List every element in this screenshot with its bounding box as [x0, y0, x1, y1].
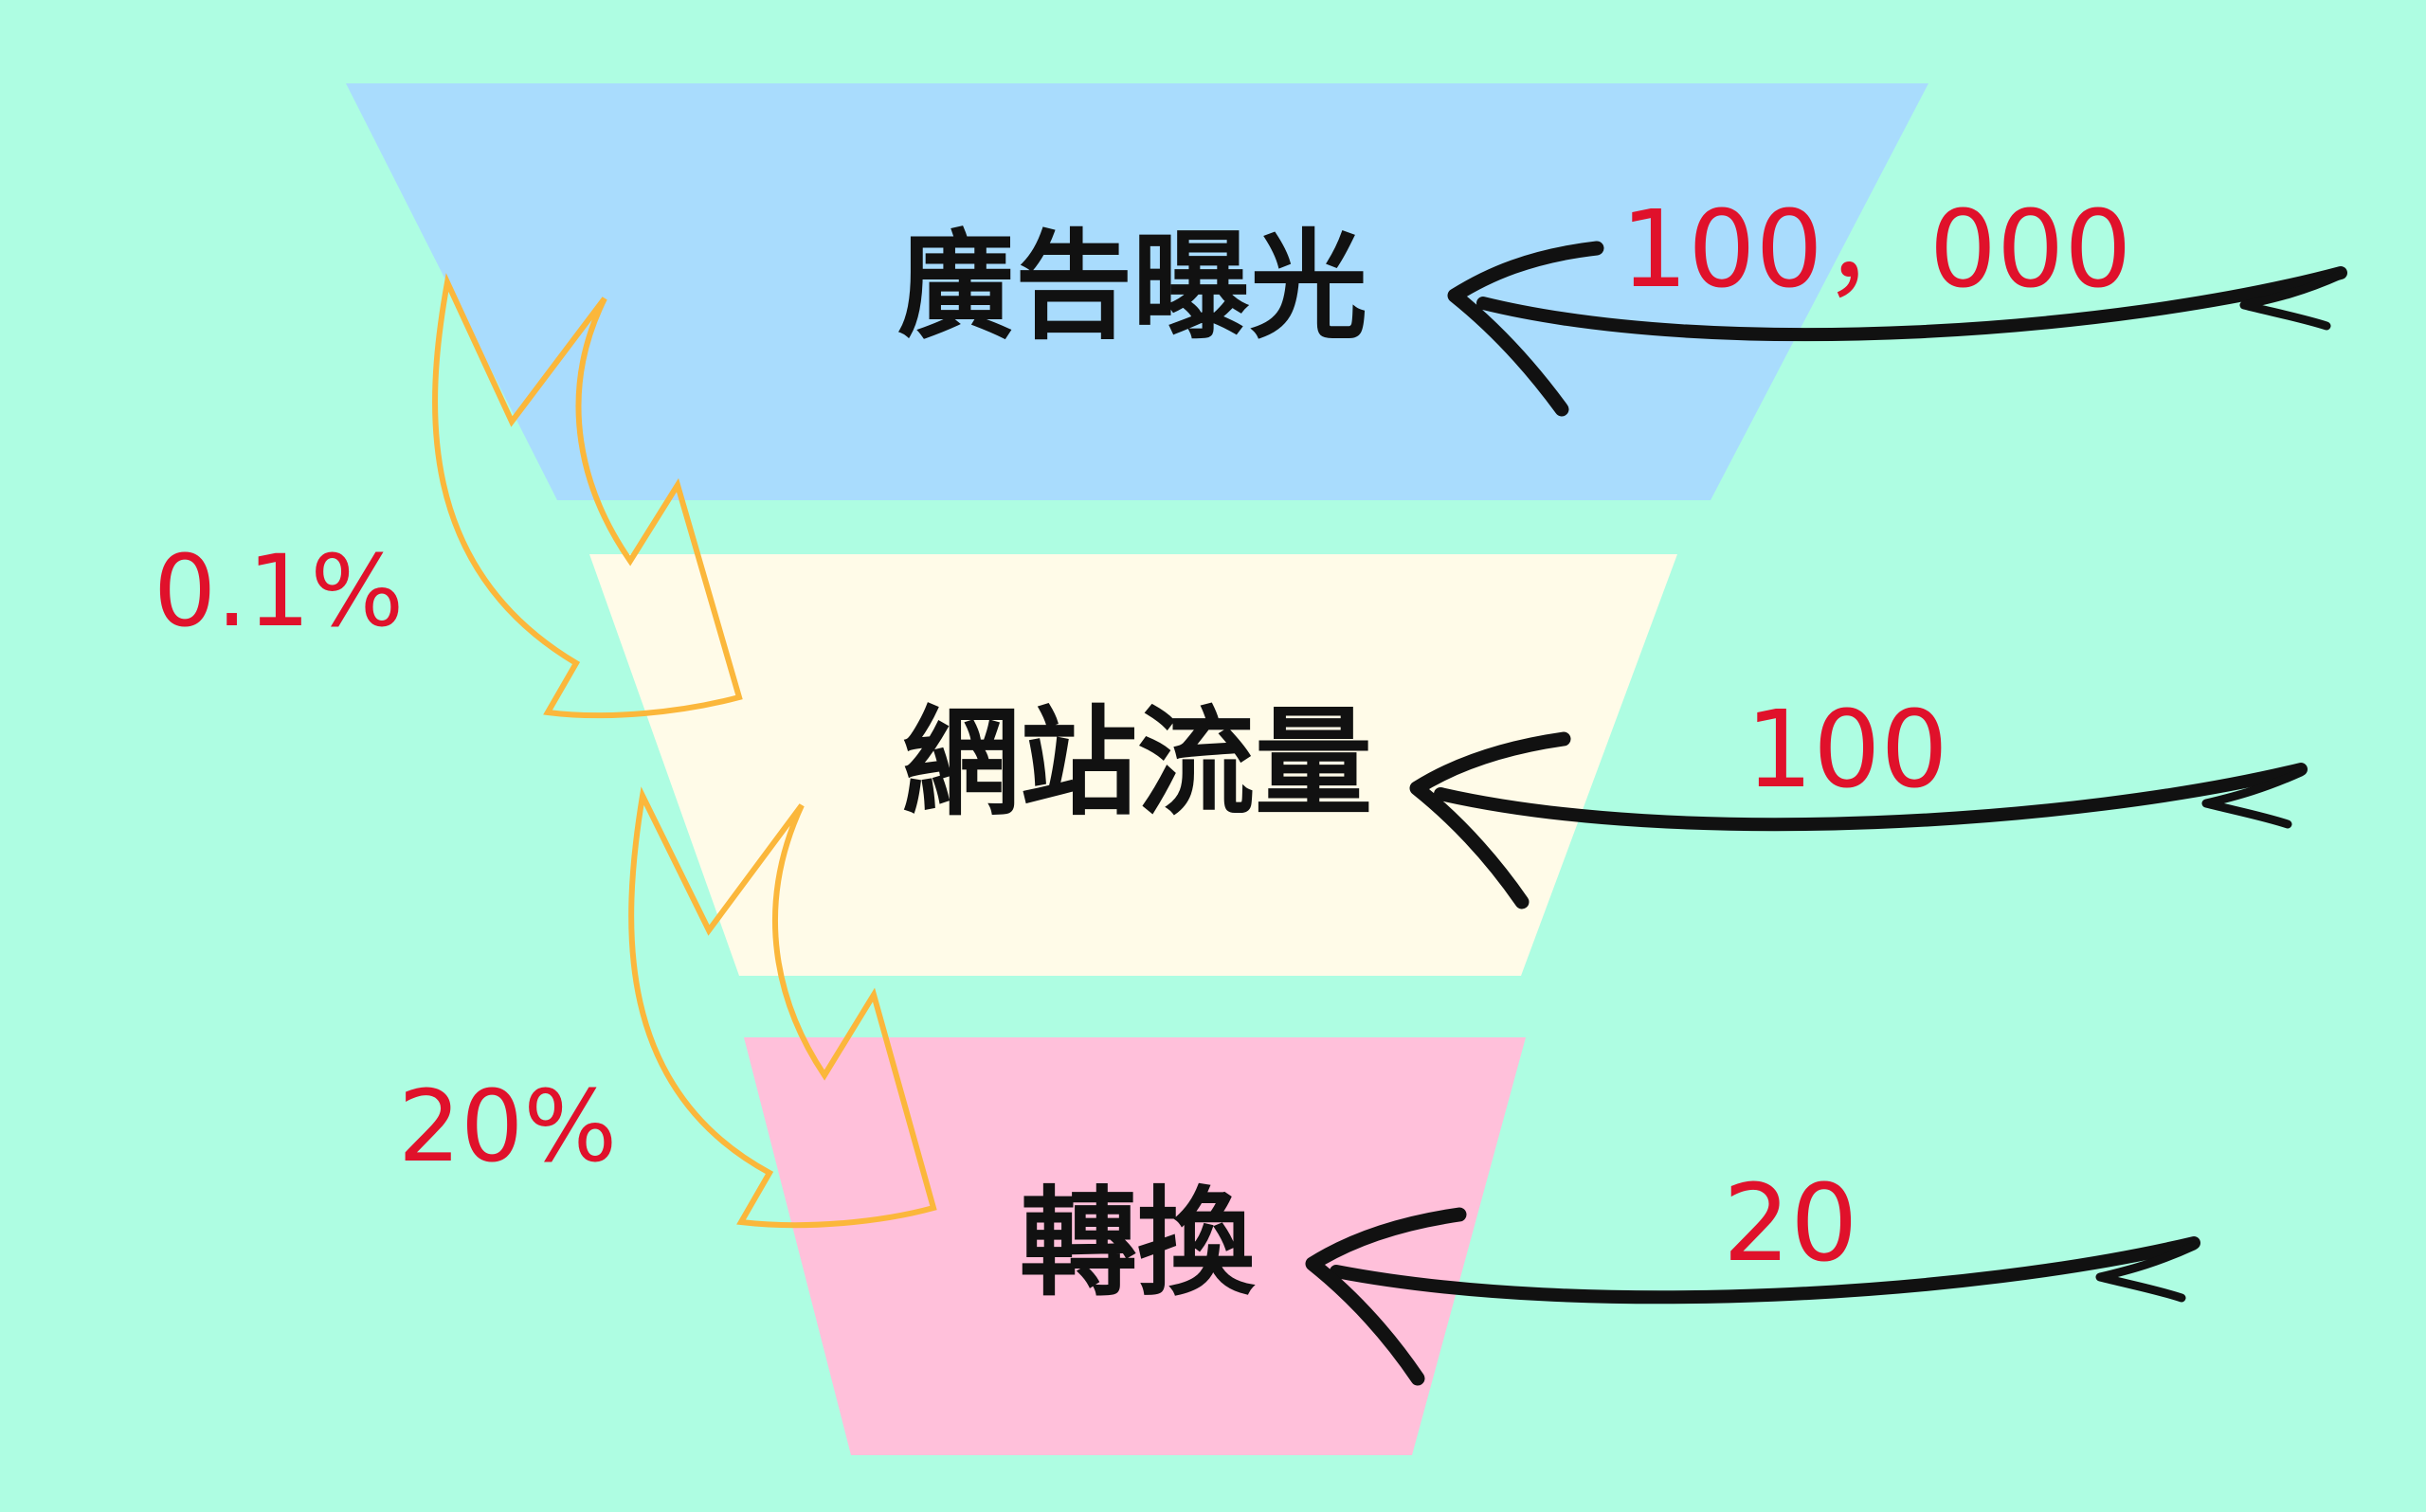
hand-drawn-left-arrow-icon: [1447, 241, 2347, 417]
stage-label-bottom: 轉換: [1020, 1176, 1256, 1312]
curved-down-arrow-icon: [432, 273, 743, 719]
stage-count-middle: 100: [1746, 689, 1948, 812]
stage-count-bottom: 20: [1723, 1162, 1858, 1286]
funnel-stage-top: [346, 83, 1928, 500]
conversion-rate-1: 0.1%: [154, 533, 404, 649]
hand-drawn-left-arrow-icon: [1305, 1207, 2200, 1386]
funnel-stage-bottom: [744, 1037, 1526, 1455]
curved-down-arrow-icon: [628, 786, 937, 1229]
stage-label-middle: 網站流量: [902, 695, 1372, 832]
stage-label-top: 廣告曝光: [897, 219, 1367, 355]
conversion-rate-2: 20%: [398, 1069, 617, 1184]
hand-drawn-left-arrow-icon: [1409, 731, 2308, 909]
stage-count-top: 100，000: [1620, 189, 2132, 312]
funnel-stage-middle: [589, 554, 1677, 976]
